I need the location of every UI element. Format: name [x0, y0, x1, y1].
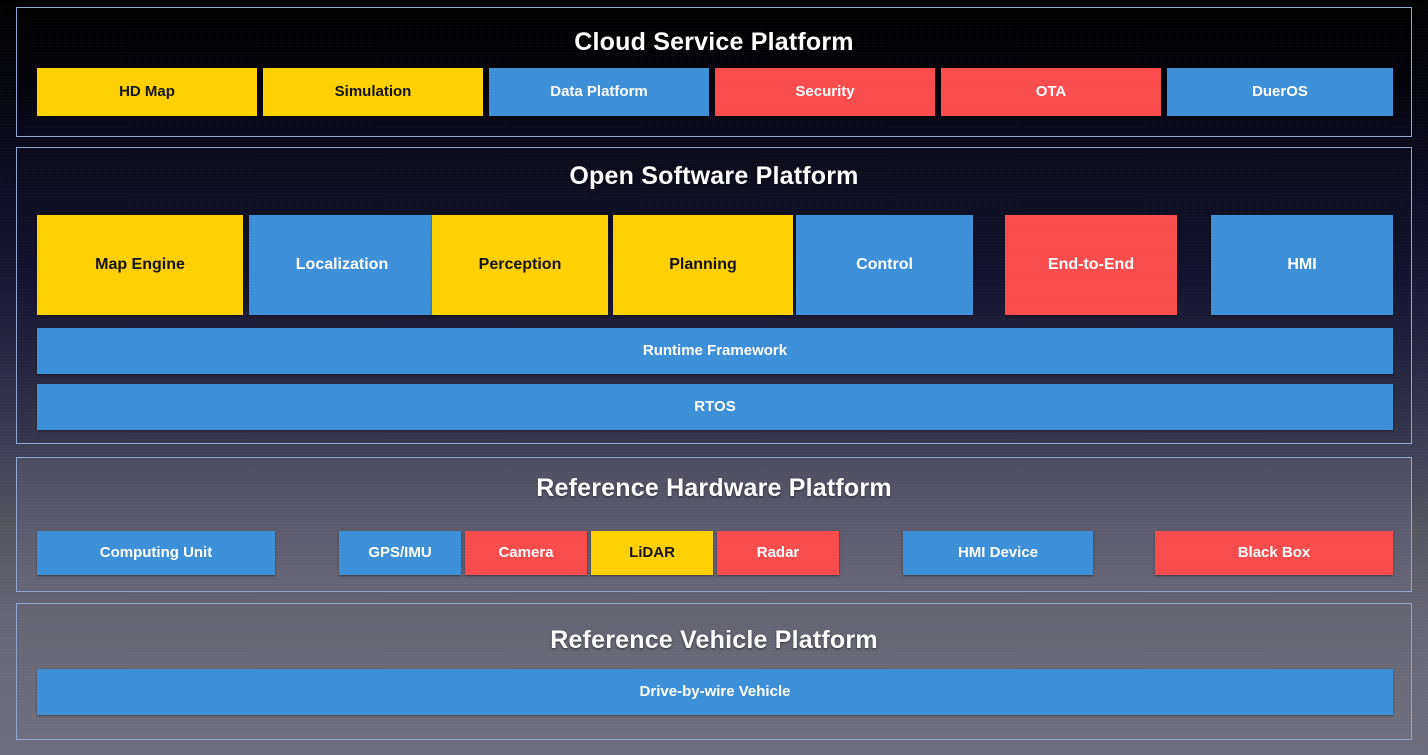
box-planning[interactable]: Planning	[613, 215, 793, 315]
box-ota[interactable]: OTA	[941, 68, 1161, 116]
box-localization[interactable]: Localization	[249, 215, 435, 315]
box-camera[interactable]: Camera	[465, 531, 587, 575]
layer-reference-vehicle-platform: Reference Vehicle Platform Drive-by-wire…	[16, 603, 1412, 740]
layer-title-reference-vehicle-platform: Reference Vehicle Platform	[550, 626, 878, 654]
box-map-engine[interactable]: Map Engine	[37, 215, 243, 315]
box-computing-unit[interactable]: Computing Unit	[37, 531, 275, 575]
layer-title-open-software-platform: Open Software Platform	[569, 162, 859, 190]
box-hd-map[interactable]: HD Map	[37, 68, 257, 116]
box-data-platform[interactable]: Data Platform	[489, 68, 709, 116]
box-gps-imu[interactable]: GPS/IMU	[339, 531, 461, 575]
box-radar[interactable]: Radar	[717, 531, 839, 575]
layer-open-software-platform: Open Software Platform Map Engine Locali…	[16, 147, 1412, 444]
box-rtos[interactable]: RTOS	[37, 384, 1393, 430]
layer-reference-hardware-platform: Reference Hardware Platform Computing Un…	[16, 457, 1412, 592]
box-lidar[interactable]: LiDAR	[591, 531, 713, 575]
box-black-box[interactable]: Black Box	[1155, 531, 1393, 575]
box-dueros[interactable]: DuerOS	[1167, 68, 1393, 116]
box-hmi[interactable]: HMI	[1211, 215, 1393, 315]
layer-cloud-service-platform: Cloud Service Platform HD Map Simulation…	[16, 7, 1412, 137]
layer-title-reference-hardware-platform: Reference Hardware Platform	[536, 474, 892, 502]
box-hmi-device[interactable]: HMI Device	[903, 531, 1093, 575]
box-drive-by-wire-vehicle[interactable]: Drive-by-wire Vehicle	[37, 669, 1393, 715]
box-security[interactable]: Security	[715, 68, 935, 116]
box-end-to-end[interactable]: End-to-End	[1005, 215, 1177, 315]
layer-title-cloud-service-platform: Cloud Service Platform	[574, 28, 854, 56]
box-control[interactable]: Control	[796, 215, 973, 315]
box-simulation[interactable]: Simulation	[263, 68, 483, 116]
box-runtime-framework[interactable]: Runtime Framework	[37, 328, 1393, 374]
box-perception[interactable]: Perception	[432, 215, 608, 315]
